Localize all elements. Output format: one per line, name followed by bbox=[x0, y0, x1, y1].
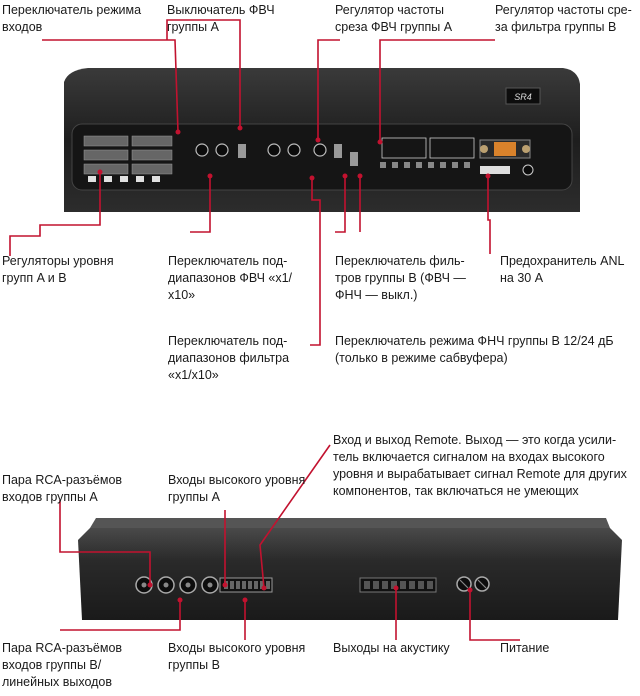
label-high-b: Входы высокого уровня группы B bbox=[168, 641, 306, 672]
label-lpf-mode-b: Переключатель режима ФНЧ группы B 12/24 … bbox=[335, 334, 614, 365]
label-power: Питание bbox=[500, 641, 550, 655]
label-remote: Вход и выход Remote. Выход — это когда у… bbox=[333, 433, 627, 498]
label-filter-freq-b: Регулятор частоты сре- за фильтра группы… bbox=[495, 3, 632, 34]
label-fuse: Предохранитель ANL на 30 A bbox=[500, 254, 625, 285]
label-hpf-subrange: Переключатель под- диапазонов ФВЧ «x1/ x… bbox=[168, 254, 293, 302]
brand-badge: SR4 bbox=[514, 92, 532, 102]
label-filter-subrange: Переключатель под- диапазонов фильтра «x… bbox=[168, 334, 290, 382]
label-level-ab: Регуляторы уровня групп A и B bbox=[2, 254, 114, 285]
amplifier-side-panel bbox=[70, 510, 630, 622]
label-hpf-off-a: Выключатель ФВЧ группы A bbox=[167, 3, 275, 34]
amplifier-side-illustration bbox=[78, 518, 622, 620]
label-high-a: Входы высокого уровня группы A bbox=[168, 473, 306, 504]
label-speaker-out: Выходы на акустику bbox=[333, 641, 450, 655]
amplifier-top-illustration: SR4 bbox=[64, 68, 580, 212]
amplifier-top-panel: SR4 bbox=[58, 62, 583, 220]
label-hpf-freq-a: Регулятор частоты среза ФВЧ группы A bbox=[335, 3, 453, 34]
label-rca-b: Пара RCA-разъёмов входов группы B/ линей… bbox=[2, 641, 123, 689]
label-filter-switch-b: Переключатель филь- тров группы B (ФВЧ —… bbox=[335, 254, 466, 302]
label-mode-switch: Переключатель режима входов bbox=[2, 3, 142, 34]
label-rca-a: Пара RCA-разъёмов входов группы A bbox=[2, 473, 123, 504]
